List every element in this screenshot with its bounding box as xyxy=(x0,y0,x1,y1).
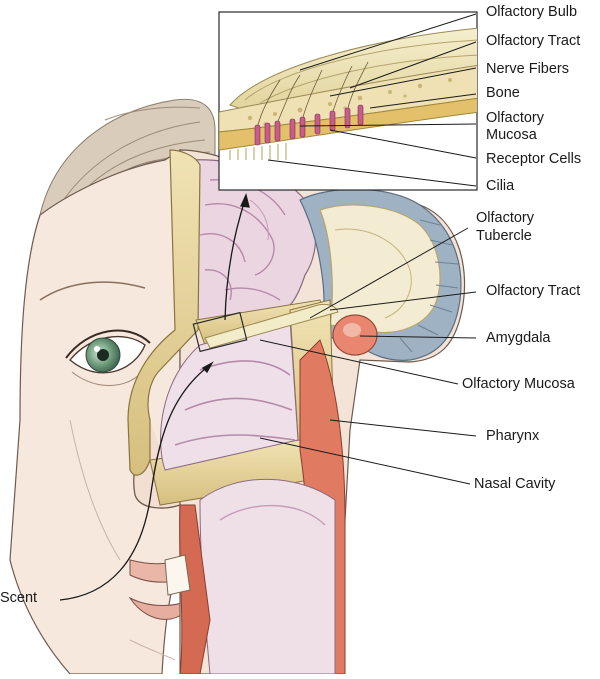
label-olfactory-tract-inset: Olfactory Tract xyxy=(486,33,581,49)
label-olfactory-mucosa-inset-line2: Mucosa xyxy=(486,127,537,143)
label-olfactory-mucosa: Olfactory Mucosa xyxy=(462,376,575,392)
inset-box xyxy=(218,11,478,191)
label-olfactory-tubercle-line2: Tubercle xyxy=(476,228,532,244)
label-cilia: Cilia xyxy=(486,178,515,194)
label-pharynx: Pharynx xyxy=(486,428,540,444)
label-nerve-fibers: Nerve Fibers xyxy=(486,61,569,77)
label-nasal-cavity: Nasal Cavity xyxy=(474,476,556,492)
label-olfactory-mucosa-inset-line1: Olfactory xyxy=(486,110,545,126)
scent-path xyxy=(59,193,250,601)
label-receptor-cells: Receptor Cells xyxy=(486,151,582,167)
amygdala xyxy=(332,314,378,356)
label-olfactory-tract: Olfactory Tract xyxy=(486,283,581,299)
cerebellum xyxy=(299,188,462,361)
inset-locator xyxy=(192,311,248,353)
label-olfactory-tubercle-line1: Olfactory xyxy=(476,210,535,226)
label-amygdala: Amygdala xyxy=(486,330,551,346)
label-scent: Scent xyxy=(0,590,38,606)
nasal-cavity xyxy=(160,319,299,471)
pharynx xyxy=(164,339,346,675)
label-bone: Bone xyxy=(486,85,520,101)
label-olfactory-bulb: Olfactory Bulb xyxy=(486,4,578,20)
olfactory-tract xyxy=(204,303,339,349)
leader-lines xyxy=(259,13,477,485)
